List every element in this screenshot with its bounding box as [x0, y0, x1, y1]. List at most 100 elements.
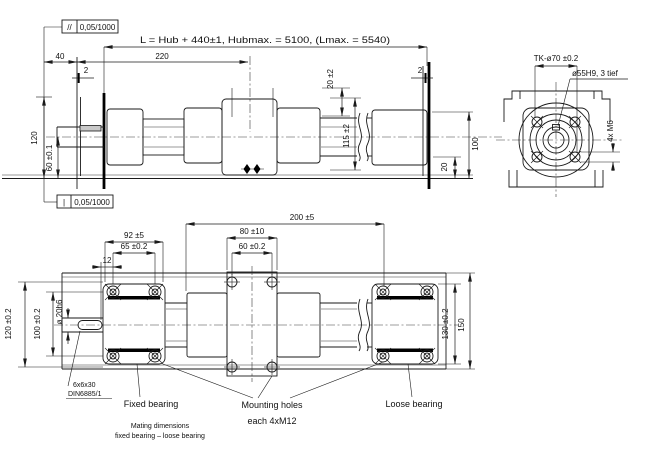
plate-hole	[224, 359, 240, 375]
bottom-flange	[508, 170, 604, 188]
svg-text:Mounting holes: Mounting holes	[241, 400, 303, 410]
plate-hole	[224, 274, 240, 290]
dim-92: 92 ±5	[104, 231, 164, 282]
bore-keyway	[552, 124, 560, 131]
straightness-value: 0,05/1000	[74, 198, 110, 207]
dim-60-center-height: 60 ±0.1	[45, 136, 60, 179]
loose-bearing-plan	[371, 283, 439, 365]
break-line-4	[365, 298, 370, 352]
bolt-hole	[374, 347, 392, 365]
dim-220: 220	[76, 52, 249, 64]
dim-4xm6: 4x M6	[581, 120, 620, 171]
svg-text:100 ±0.2: 100 ±0.2	[33, 308, 42, 340]
svg-text:80 ±10: 80 ±10	[240, 227, 265, 236]
label-mating-dimensions: Mating dimensions fixed bearing – loose …	[115, 423, 205, 440]
straightness-tolerance-frame: | 0,05/1000	[44, 194, 114, 209]
bolt-hole	[418, 347, 436, 365]
label-loose-bearing: Loose bearing	[385, 363, 443, 409]
dim-40: 40	[43, 52, 78, 64]
plate-hole	[264, 274, 280, 290]
keyway-slot	[77, 320, 103, 330]
svg-text:220: 220	[155, 52, 169, 61]
break-line-3	[357, 298, 362, 352]
svg-text:TK-ø70 ±0.2: TK-ø70 ±0.2	[534, 54, 579, 63]
shaft-segment-plan-1	[165, 302, 187, 348]
svg-text:130 ±0.2: 130 ±0.2	[441, 308, 450, 340]
dim-200: 200 ±5	[185, 213, 385, 291]
svg-text:4x M6: 4x M6	[606, 120, 615, 142]
dim-shaft-20h6: ø 20h6	[55, 299, 70, 344]
dim-tk70: TK-ø70 ±0.2	[534, 54, 579, 152]
bearing-bores	[529, 113, 583, 167]
center-block-right	[276, 292, 321, 358]
dim-65: 65 ±0.2	[112, 242, 156, 284]
svg-text:65 ±0.2: 65 ±0.2	[121, 242, 148, 251]
m6-screws	[530, 115, 582, 164]
dim-100-plan: 100 ±0.2	[33, 291, 103, 357]
dim-150-plan: 150	[446, 272, 475, 370]
bolt-hole	[374, 283, 392, 301]
bearing-flange-square	[522, 107, 590, 171]
bolt-hole	[418, 283, 436, 301]
svg-text:12: 12	[103, 256, 112, 265]
svg-text:2: 2	[418, 66, 423, 75]
dim-115-tol2: 115 ±2	[330, 97, 361, 171]
dim-80: 80 ±10	[226, 227, 278, 270]
dim-130-plan: 130 ±0.2	[438, 283, 461, 365]
svg-text:200 ±5: 200 ±5	[290, 213, 315, 222]
svg-text:DIN6885/1: DIN6885/1	[68, 391, 102, 398]
break-line-1	[357, 112, 362, 162]
parallelism-icon: //	[67, 23, 72, 32]
svg-text:150: 150	[457, 318, 466, 332]
mounting-plate	[224, 271, 280, 377]
svg-text:ø 20h6: ø 20h6	[55, 299, 64, 324]
dim-120-height: 120	[30, 96, 52, 179]
svg-text:Mating dimensions: Mating dimensions	[131, 423, 190, 430]
coupling-housing	[183, 107, 223, 164]
svg-text:each 4xM12: each 4xM12	[247, 416, 296, 426]
bolt-hole	[146, 283, 164, 301]
svg-text:92 ±5: 92 ±5	[124, 231, 145, 240]
spindle-shaft-with-break	[320, 112, 372, 162]
dim-gap-left: 2	[72, 66, 94, 83]
overall-length-dimension: L = Hub + 440±1, Hubmax. = 5100, (Lmax. …	[103, 35, 428, 49]
parallelism-tolerance-frame: // 0,05/1000	[44, 19, 119, 34]
svg-text:Loose bearing: Loose bearing	[385, 399, 442, 409]
label-mounting-holes: Mounting holes each 4xM12	[162, 361, 384, 426]
plan-view: 200 ±5 92 ±5 80 ±10 60 ±0.2 65 ±0.2	[4, 213, 475, 440]
svg-text:60 ±0.1: 60 ±0.1	[45, 144, 54, 171]
end-view: TK-ø70 ±0.2 ø55H9, 3 tief 4x M6	[496, 54, 628, 197]
svg-text:120: 120	[30, 131, 39, 145]
top-flange	[503, 90, 611, 122]
dim-12: 12	[92, 256, 122, 320]
lubrication-point-symbols	[241, 164, 264, 174]
svg-text:2: 2	[84, 66, 89, 75]
loose-bearing-side	[371, 109, 428, 166]
label-fixed-bearing: Fixed bearing	[124, 363, 179, 409]
dim-gap-right: 2	[411, 66, 433, 83]
dim-120-plan: 120 ±0.2	[4, 281, 103, 368]
break-line-2	[365, 112, 370, 162]
svg-text:20: 20	[440, 162, 449, 171]
svg-text:Fixed bearing: Fixed bearing	[124, 399, 179, 409]
bearing-housing-round	[518, 102, 594, 178]
dim-20-base: 20	[433, 156, 461, 179]
dim-60: 60 ±0.2	[231, 242, 273, 275]
fixed-bearing-plan	[102, 283, 166, 365]
shaft-key	[79, 125, 102, 132]
plate-hole	[264, 359, 280, 375]
straightness-icon: |	[63, 198, 65, 207]
bolt-hole	[146, 347, 164, 365]
bolt-hole	[104, 347, 122, 365]
svg-text:115 ±2: 115 ±2	[342, 124, 351, 148]
svg-text:6x6x30: 6x6x30	[73, 382, 96, 389]
svg-text:40: 40	[56, 52, 65, 61]
svg-text:60 ±0.2: 60 ±0.2	[239, 242, 266, 251]
svg-text:100: 100	[471, 137, 480, 151]
svg-text:fixed bearing – loose bearing: fixed bearing – loose bearing	[115, 433, 205, 440]
dim-bore-55: ø55H9, 3 tief	[557, 69, 628, 127]
dim-20-tol2: 20 ±2	[322, 68, 350, 117]
svg-text:120 ±0.2: 120 ±0.2	[4, 308, 13, 340]
